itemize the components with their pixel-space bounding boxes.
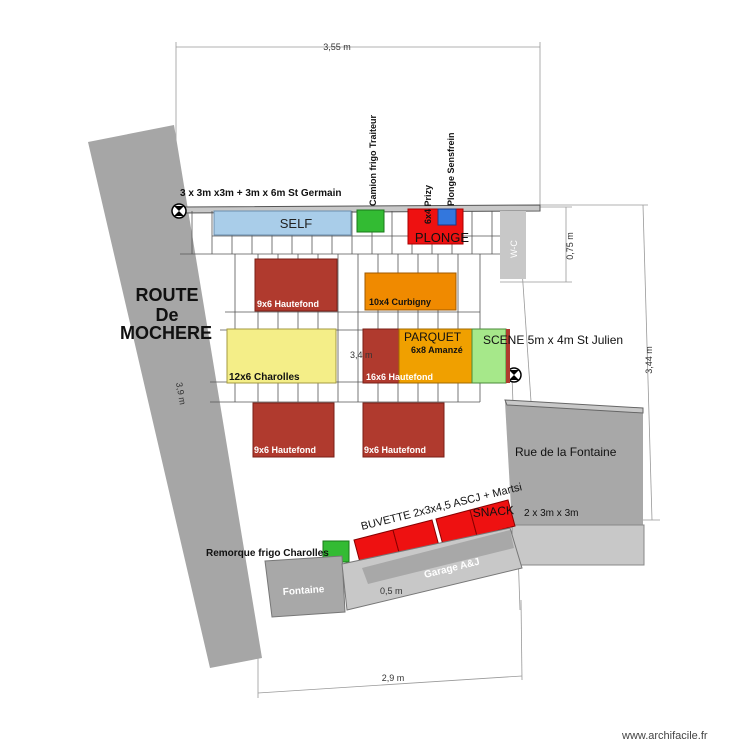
hautefond-9x6-right-label: 9x6 Hautefond — [364, 445, 426, 455]
rue-fontaine — [505, 402, 643, 525]
charolles-label: 12x6 Charolles — [229, 372, 300, 383]
snack-label: SNACK — [472, 503, 514, 520]
dim-top: 3,55 m — [323, 42, 351, 52]
snack-box-2 — [469, 499, 516, 537]
camion-frigo-traiteur — [356, 209, 385, 233]
charolles-12x6 — [226, 328, 337, 384]
st-germain-label: 3 x 3m x3m + 3m x 6m St Germain — [180, 188, 341, 199]
scene-label: SCENE 5m x 4m St Julien — [483, 333, 623, 347]
hautefond-16x6-label: 16x6 Hautefond — [366, 372, 433, 382]
hautefond-9x6-top-label: 9x6 Hautefond — [257, 299, 319, 309]
hautefond-9x6-right — [362, 402, 445, 458]
snack-size-label: 2 x 3m x 3m — [524, 508, 578, 519]
curbigny-10x4 — [364, 272, 457, 311]
garage-inner — [362, 530, 514, 584]
parquet-amanze — [398, 328, 476, 384]
dim-right-short: 0,75 m — [565, 232, 575, 260]
remorque-label: Remorque frigo Charolles — [206, 548, 329, 559]
route-road — [88, 125, 262, 668]
amanze-label: 6x8 Amanzé — [411, 345, 463, 355]
prizy-label: 6x4 Prizy — [423, 185, 433, 224]
hautefond-9x6-left-label: 9x6 Hautefond — [254, 445, 316, 455]
wc-block — [500, 211, 526, 279]
route-label-line3: MOCHERE — [120, 323, 212, 343]
camion-frigo-label: Camion frigo Traiteur — [368, 114, 378, 206]
dim-bottom: 2,9 m — [382, 673, 405, 683]
rue-fontaine-label: Rue de la Fontaine — [515, 445, 617, 459]
dim-left: 3,9 m — [174, 382, 188, 406]
route-label-line1: ROUTE — [136, 285, 199, 305]
dim-small: 0,5 m — [380, 586, 403, 596]
scene-edge — [506, 329, 510, 383]
rue-fontaine-lower — [511, 524, 645, 566]
rue-fontaine-edge — [504, 399, 644, 414]
self-area — [213, 210, 352, 236]
plonge-sensfrein-box — [437, 208, 457, 226]
dim-right-long: 3,44 m — [644, 346, 654, 374]
fontaine-label: Fontaine — [282, 584, 325, 598]
dim-middle: 3,4 m — [350, 350, 373, 360]
fontaine-building — [264, 555, 346, 618]
plonge-label: PLONGE — [415, 230, 470, 245]
curbigny-label: 10x4 Curbigny — [369, 297, 431, 307]
plonge-sensfrein-label: Plonge Sensfrein — [446, 132, 456, 206]
marker-scene — [506, 367, 522, 383]
hautefond-9x6-top — [254, 258, 338, 312]
wc-label: W-C — [509, 240, 519, 258]
watermark: www.archifacile.fr — [621, 730, 708, 742]
parquet-label: PARQUET — [404, 330, 462, 344]
hautefond-9x6-left — [252, 402, 335, 458]
marker-top-left — [171, 203, 187, 219]
route-label-line2: De — [155, 305, 178, 325]
self-label: SELF — [280, 216, 313, 231]
route-label: ROUTE De MOCHERE — [120, 285, 212, 343]
